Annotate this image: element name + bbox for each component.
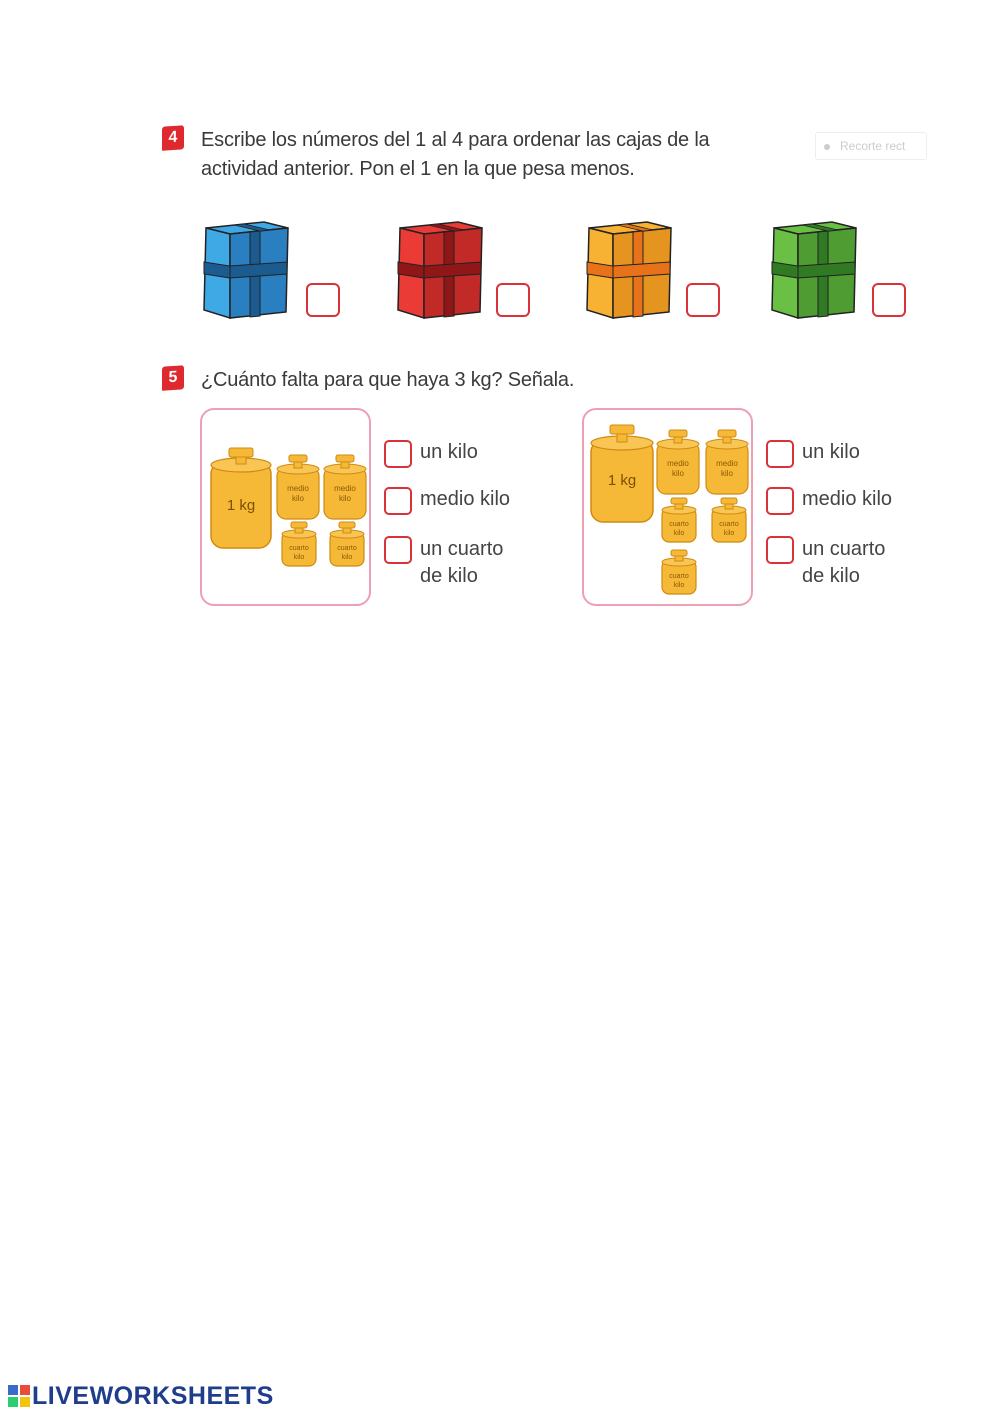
panel-1-option-un-kilo-label: un kilo <box>420 441 478 463</box>
answer-box-blue[interactable] <box>306 283 340 317</box>
panel-2-option-un-kilo-checkbox[interactable] <box>766 440 794 468</box>
svg-text:cuarto: cuarto <box>289 545 309 552</box>
panel-1-option-un-kilo-checkbox[interactable] <box>384 440 412 468</box>
weight-medio-icon: medio kilo <box>276 454 320 520</box>
weights-illustration-2: 1 kg medio kilo medio kilo cuarto kilo <box>590 424 749 595</box>
weight-cuarto-icon: cuarto kilo <box>281 521 317 567</box>
option-line-1: un cuarto <box>420 538 504 560</box>
svg-text:cuarto: cuarto <box>669 521 689 528</box>
weights-panel-2: 1 kg medio kilo medio kilo cuarto kilo <box>582 408 753 606</box>
question-4-line-1: Escribe los números del 1 al 4 para orde… <box>201 129 710 151</box>
panel-2-option-medio-kilo-checkbox[interactable] <box>766 487 794 515</box>
svg-text:medio: medio <box>716 459 738 468</box>
weight-medio-icon: medio kilo <box>656 429 700 495</box>
weight-cuarto-icon: cuarto kilo <box>661 497 697 543</box>
weight-1kg-icon: 1 kg <box>590 424 654 523</box>
question-4-text: Escribe los números del 1 al 4 para orde… <box>201 126 781 184</box>
svg-text:kilo: kilo <box>674 530 685 537</box>
svg-text:medio: medio <box>334 484 356 493</box>
panel-1-option-un-cuarto-label: un cuarto de kilo <box>420 536 503 590</box>
question-4-line-2: actividad anterior. Pon el 1 en la que p… <box>201 158 635 180</box>
gift-box-blue-icon <box>203 221 289 320</box>
svg-text:kilo: kilo <box>724 530 735 537</box>
panel-2-option-un-cuarto-label: un cuarto de kilo <box>802 536 885 590</box>
panel-2-option-un-kilo-label: un kilo <box>802 441 860 463</box>
panel-1-option-medio-kilo-label: medio kilo <box>420 488 511 510</box>
panel-2-option-medio-kilo-label: medio kilo <box>802 488 893 510</box>
weights-panel-1: 1 kg medio kilo medio kilo cuarto kilo <box>200 408 371 606</box>
footer-brand: LIVEWORKSHEETS <box>32 1382 274 1410</box>
weight-1kg-label: 1 kg <box>608 472 636 489</box>
weight-cuarto-icon: cuarto kilo <box>329 521 365 567</box>
panel-2-option-un-cuarto-checkbox[interactable] <box>766 536 794 564</box>
gift-box-red-icon <box>397 221 483 320</box>
recorte-label: Recorte rect <box>840 139 906 153</box>
svg-text:medio: medio <box>287 484 309 493</box>
weight-cuarto-icon: cuarto kilo <box>661 549 697 595</box>
option-line-2: de kilo <box>420 565 478 587</box>
answer-box-green[interactable] <box>872 283 906 317</box>
answer-box-red[interactable] <box>496 283 530 317</box>
liveworksheets-logo-icon <box>8 1385 30 1407</box>
weight-1kg-label: 1 kg <box>227 497 255 514</box>
recorte-button[interactable]: Recorte rect <box>815 132 927 160</box>
svg-text:kilo: kilo <box>721 469 734 478</box>
svg-text:kilo: kilo <box>342 554 353 561</box>
gift-box-green-icon <box>771 221 857 320</box>
answer-box-orange[interactable] <box>686 283 720 317</box>
panel-1-option-un-cuarto-checkbox[interactable] <box>384 536 412 564</box>
svg-text:medio: medio <box>667 459 689 468</box>
question-5-badge: 5 <box>162 365 184 391</box>
svg-text:cuarto: cuarto <box>669 573 689 580</box>
gift-box-orange-icon <box>586 221 672 320</box>
svg-text:kilo: kilo <box>674 582 685 589</box>
weight-medio-icon: medio kilo <box>705 429 749 495</box>
panel-1-option-medio-kilo-checkbox[interactable] <box>384 487 412 515</box>
svg-text:cuarto: cuarto <box>337 545 357 552</box>
svg-text:cuarto: cuarto <box>719 521 739 528</box>
svg-text:kilo: kilo <box>672 469 685 478</box>
svg-text:kilo: kilo <box>292 494 305 503</box>
question-5-text: ¿Cuánto falta para que haya 3 kg? Señala… <box>201 369 575 391</box>
weight-1kg-icon: 1 kg <box>210 447 272 549</box>
weight-cuarto-icon: cuarto kilo <box>711 497 747 543</box>
option-line-2: de kilo <box>802 565 860 587</box>
question-4-badge: 4 <box>162 125 184 151</box>
weight-medio-icon: medio kilo <box>323 454 367 520</box>
option-line-1: un cuarto <box>802 538 886 560</box>
weights-illustration-1: 1 kg medio kilo medio kilo cuarto kilo <box>210 447 367 567</box>
svg-text:kilo: kilo <box>294 554 305 561</box>
svg-text:kilo: kilo <box>339 494 352 503</box>
